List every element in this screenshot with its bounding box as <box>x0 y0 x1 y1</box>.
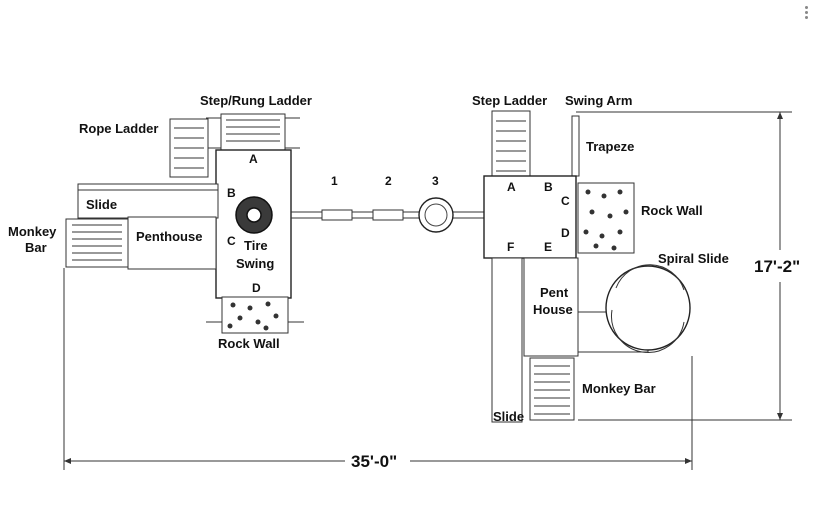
label-step-rung-ladder: Step/Rung Ladder <box>200 93 312 108</box>
label-trapeze: Trapeze <box>586 139 634 154</box>
label-right-rock-wall: Rock Wall <box>641 203 703 218</box>
bridge-section-1 <box>321 209 353 221</box>
label-swing-arm: Swing Arm <box>565 93 632 108</box>
spiral-slide <box>605 265 691 351</box>
dimension-lines <box>63 111 792 470</box>
label-house: House <box>533 302 573 317</box>
left-tower <box>65 113 304 334</box>
label-tire: Tire <box>244 238 268 253</box>
bridge-section-2 <box>372 209 404 221</box>
bridge-number-1: 1 <box>331 174 338 188</box>
label-bottom-slide: Slide <box>493 409 524 424</box>
left-deck-letter-a: A <box>249 152 258 166</box>
left-deck-letter-b: B <box>227 186 236 200</box>
swing-arm <box>571 115 580 177</box>
label-right-monkey-bar: Monkey Bar <box>582 381 656 396</box>
label-spiral-slide: Spiral Slide <box>658 251 729 266</box>
right-deck-letter-b: B <box>544 180 553 194</box>
bridge-number-2: 2 <box>385 174 392 188</box>
right-deck-letter-d: D <box>561 226 570 240</box>
right-deck <box>483 175 577 259</box>
label-step-ladder: Step Ladder <box>472 93 547 108</box>
bridge <box>291 197 484 233</box>
vertical-dots-icon[interactable] <box>805 6 809 21</box>
label-rope-ladder: Rope Ladder <box>79 121 158 136</box>
left-deck-letter-c: C <box>227 234 236 248</box>
label-swing: Swing <box>236 256 274 271</box>
label-penthouse: Penthouse <box>136 229 202 244</box>
left-deck-letter-d: D <box>252 281 261 295</box>
bridge-number-3: 3 <box>432 174 439 188</box>
bridge-ring-3 <box>418 197 454 233</box>
step-rung-ladder <box>220 113 286 151</box>
right-deck-letter-f: F <box>507 240 514 254</box>
label-left-bar: Bar <box>25 240 47 255</box>
right-deck-letter-c: C <box>561 194 570 208</box>
label-left-monkey: Monkey <box>8 224 57 239</box>
right-deck-letter-a: A <box>507 180 516 194</box>
labels: Step/Rung Ladder Rope Ladder Slide Monke… <box>8 93 800 471</box>
right-tower <box>483 110 691 423</box>
right-deck-letter-e: E <box>544 240 552 254</box>
step-ladder <box>491 110 531 178</box>
left-penthouse <box>127 216 217 270</box>
dimension-width: 35'-0" <box>351 452 397 471</box>
label-pent: Pent <box>540 285 569 300</box>
dimension-height: 17'-2" <box>754 257 800 276</box>
right-monkey-bar <box>529 357 575 421</box>
bottom-slide <box>491 257 523 423</box>
label-bottom-rock-wall: Rock Wall <box>218 336 280 351</box>
label-left-slide: Slide <box>86 197 117 212</box>
right-pent-house <box>523 257 579 357</box>
